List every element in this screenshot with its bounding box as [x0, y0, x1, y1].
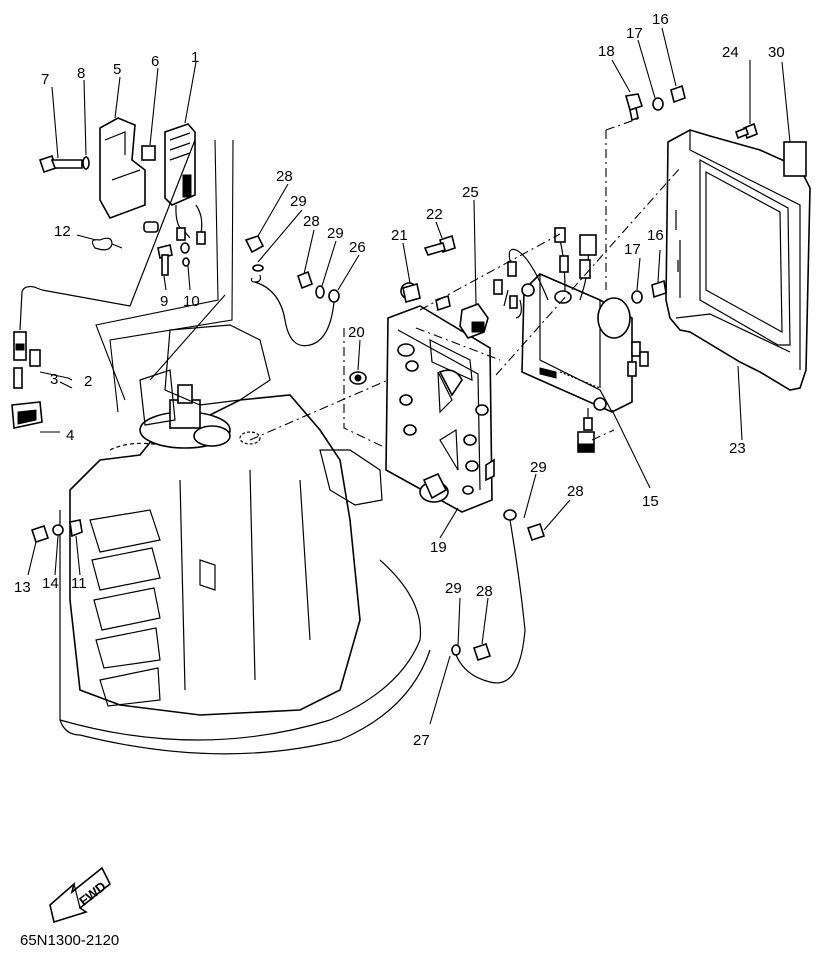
callout-28-b: 28 [303, 213, 320, 230]
lower-lead [451, 509, 546, 684]
callout-17-a: 17 [626, 25, 643, 42]
callout-labels: 1 5 6 7 8 12 9 10 3 2 4 13 14 11 28 29 2… [14, 11, 785, 749]
callout-29-a: 29 [290, 193, 307, 210]
engine-block [59, 324, 431, 755]
callout-7: 7 [41, 71, 49, 88]
callout-5: 5 [113, 61, 121, 78]
callout-15: 15 [642, 493, 659, 510]
callout-25: 25 [462, 184, 479, 201]
callout-29-b: 29 [327, 225, 344, 242]
callout-20: 20 [348, 324, 365, 341]
ground-leads [244, 235, 340, 347]
callout-28-a: 28 [276, 168, 293, 185]
callout-18: 18 [598, 43, 615, 60]
mounting-plate [385, 305, 495, 513]
screw-22 [423, 234, 456, 256]
callout-1: 1 [191, 49, 199, 66]
callout-24: 24 [722, 44, 739, 61]
cover-23 [665, 129, 811, 391]
callout-29-c: 29 [530, 459, 547, 476]
callout-28-c: 28 [567, 483, 584, 500]
unit-15 [493, 227, 649, 453]
fasteners-top-right [624, 84, 758, 304]
callout-26: 26 [349, 239, 366, 256]
callout-4: 4 [66, 427, 74, 444]
callout-22: 22 [426, 206, 443, 223]
callout-16-a: 16 [652, 11, 669, 28]
callout-8: 8 [77, 65, 85, 82]
callout-28-d: 28 [476, 583, 493, 600]
leader-lines [27, 27, 791, 725]
callout-3: 3 [50, 371, 58, 388]
callout-6: 6 [151, 53, 159, 70]
callout-17-b: 17 [624, 241, 641, 258]
callout-21: 21 [391, 227, 408, 244]
diagram-code: 65N1300-2120 [20, 932, 119, 949]
callout-2: 2 [84, 373, 92, 390]
callout-14: 14 [42, 575, 59, 592]
callout-12: 12 [54, 223, 71, 240]
callout-9: 9 [160, 293, 168, 310]
callout-13: 13 [14, 579, 31, 596]
callout-16-b: 16 [647, 227, 664, 244]
fasteners-left [30, 519, 83, 544]
callout-27: 27 [413, 732, 430, 749]
callout-10: 10 [183, 293, 200, 310]
grommet-20 [349, 371, 367, 385]
fwd-arrow-icon: FWD [49, 866, 112, 924]
bolt-21 [400, 282, 421, 304]
callout-19: 19 [430, 539, 447, 556]
callout-11: 11 [71, 575, 87, 592]
callout-30: 30 [768, 44, 785, 61]
bracket-assembly [38, 117, 206, 276]
callout-29-d: 29 [445, 580, 462, 597]
callout-23: 23 [729, 440, 746, 457]
left-harness [11, 139, 234, 429]
